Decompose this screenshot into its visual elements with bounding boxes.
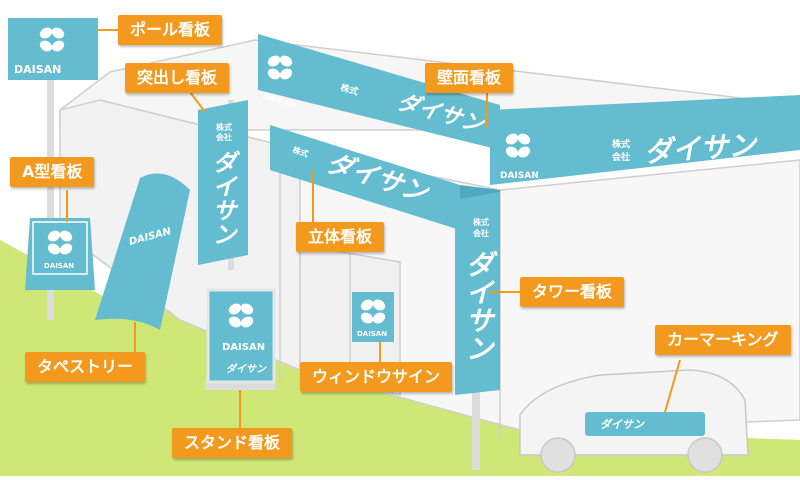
car-marking-label: カーマーキング	[655, 325, 791, 355]
pole-sign-daisan-text: DAISAN	[14, 63, 61, 76]
protruding-sign-leader	[189, 91, 206, 113]
wall-sign-band-left	[258, 34, 500, 150]
protruding-sign-panel	[198, 100, 248, 265]
car-marking-leader	[664, 359, 681, 413]
protruding-sign-corp2: 会社	[216, 132, 232, 142]
a-frame-daisan-text: DAISAN	[44, 262, 74, 270]
ground-path	[0, 240, 800, 476]
stand-sign-daisan-text: DAISAN	[222, 342, 265, 353]
a-frame-sign-label: A型看板	[10, 157, 95, 187]
car-marking-stripe	[585, 412, 705, 436]
wall-sign-label: 壁面看板	[425, 63, 514, 93]
wall-sign-right-corp1: 株式	[612, 138, 630, 150]
wall-sign-band-right	[490, 95, 800, 185]
stand-sign-kana: ダイサン	[226, 363, 267, 375]
tower-sign-pole	[472, 380, 480, 470]
car-front-wheel	[540, 437, 576, 473]
protruding-sign-kana: ダイサン	[208, 150, 236, 246]
stand-sign-panel	[206, 288, 276, 384]
a-frame-sign-panel	[32, 221, 88, 275]
pole-sign-pole	[47, 80, 54, 320]
protruding-sign-corp1: 株式	[216, 122, 232, 132]
tapestry-banner	[95, 173, 190, 330]
tower-sign-kana: ダイサン	[461, 250, 495, 362]
tower-sign-panel	[455, 192, 500, 395]
pole-sign-label: ポール看板	[118, 15, 223, 45]
wall-sign-right-corp2: 会社	[612, 151, 630, 163]
three-d-sign-face	[270, 125, 460, 230]
tower-sign-corp1: 株式	[473, 217, 489, 227]
wall-sign-right-kana-text: ダイサン	[643, 128, 759, 169]
three-d-sign-corp: 株式	[291, 144, 309, 158]
window-sign-panel	[352, 292, 394, 342]
window-sign-label: ウィンドウサイン	[300, 362, 453, 392]
wall-sign-right-daisan-text: DAISAN	[500, 171, 539, 181]
window-sign-daisan-text: DAISAN	[357, 330, 387, 338]
three-d-sign-label: 立体看板	[296, 222, 385, 252]
protruding-sign-label: 突出し看板	[125, 63, 230, 93]
tapestry-label: タペストリー	[25, 352, 146, 382]
car-marking-kana: ダイサン	[600, 418, 645, 431]
tower-sign-label: タワー看板	[520, 277, 625, 307]
stand-sign-label: スタンド看板	[172, 428, 293, 458]
stand-sign-base	[205, 380, 275, 390]
tower-sign-corp2: 会社	[473, 228, 489, 238]
car-rear-wheel	[687, 437, 723, 473]
